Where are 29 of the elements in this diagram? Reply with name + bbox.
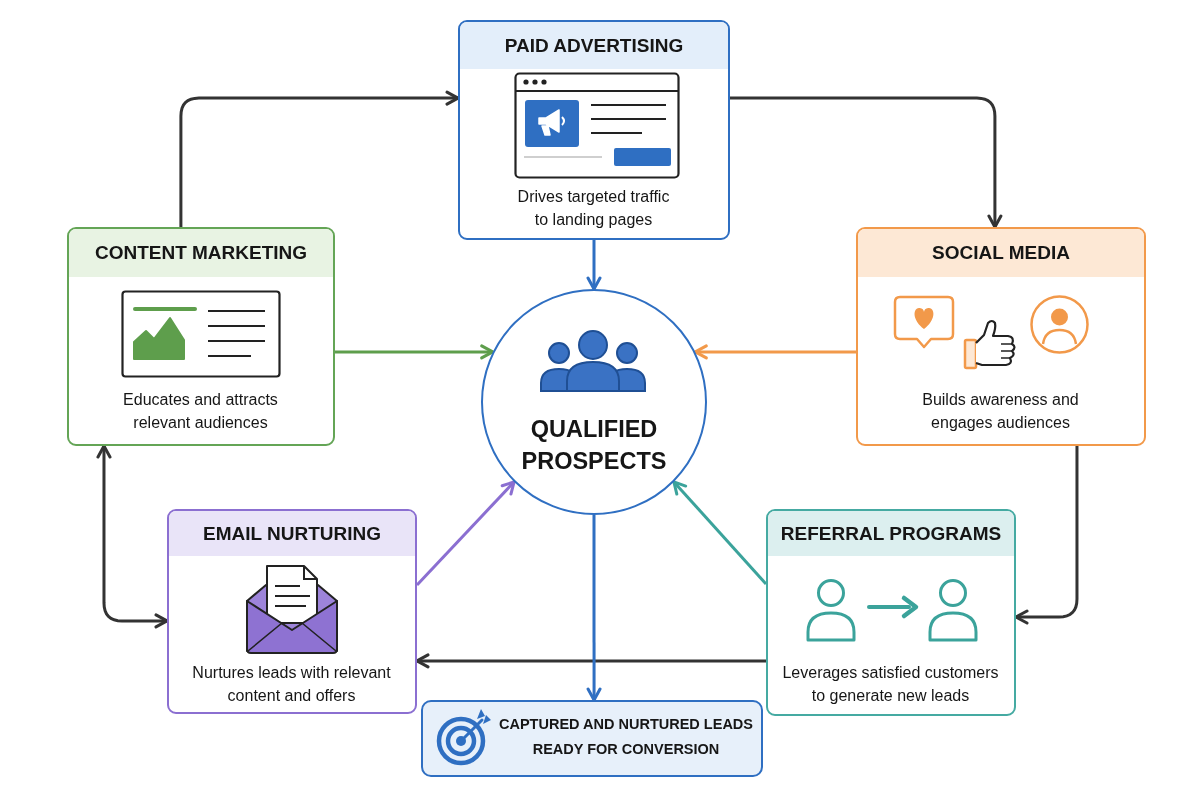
result-label: CAPTURED AND NURTURED LEADS READY FOR CONVERSION [498, 715, 754, 759]
card-description: Drives targeted traffic to landing pages [516, 187, 671, 230]
card-description: Builds awareness and engages audiences [921, 390, 1080, 433]
double-headed-arrow [96, 444, 169, 629]
arrow [693, 344, 856, 360]
arrow [730, 96, 1003, 229]
channel-card [167, 509, 417, 714]
arrow [586, 515, 602, 702]
channel-card [67, 227, 335, 446]
result-box [421, 700, 763, 777]
channel-card [766, 509, 1016, 716]
hub-label: QUALIFIED PROSPECTS [520, 415, 668, 476]
arrow [586, 240, 602, 291]
arrow [179, 90, 460, 227]
card-description: Nurtures leads with relevant content and offers [191, 663, 392, 706]
arrow [335, 344, 495, 360]
arrow [415, 480, 516, 587]
card-heading: SOCIAL MEDIA [858, 229, 1144, 277]
arrow [1014, 446, 1079, 625]
card-heading: CONTENT MARKETING [69, 229, 333, 277]
arrow [415, 653, 766, 669]
card-heading: REFERRAL PROGRAMS [768, 511, 1014, 556]
card-heading: PAID ADVERTISING [460, 22, 728, 69]
card-heading: EMAIL NURTURING [169, 511, 415, 556]
channel-card [458, 20, 730, 240]
arrow [672, 480, 768, 585]
card-description: Educates and attracts relevant audiences [122, 390, 279, 433]
card-description: Leverages satisfied customers to generate new leads [782, 663, 999, 706]
channel-card [856, 227, 1146, 446]
